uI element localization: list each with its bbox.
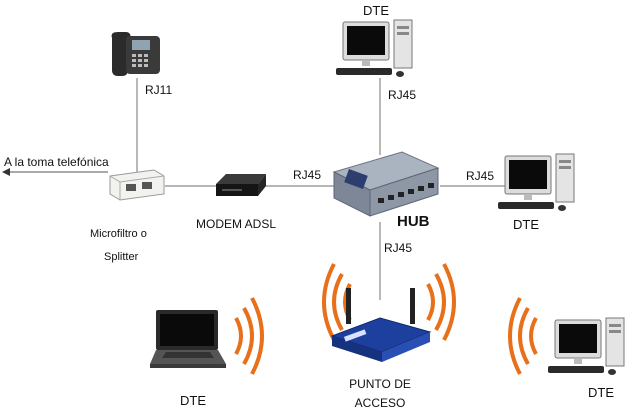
rj45-left-label: RJ45 (293, 168, 322, 182)
splitter-label-line2: Splitter (104, 251, 139, 263)
rj45-right-label: RJ45 (466, 169, 495, 183)
wifi-waves-icon (508, 297, 538, 375)
telephone-icon (111, 32, 160, 76)
splitter-icon (109, 169, 165, 201)
wall-arrow (2, 168, 10, 176)
dte-laptop-label: DTE (180, 393, 206, 408)
laptop-icon (150, 310, 226, 368)
dte-right-label: DTE (513, 217, 539, 232)
desktop-computer-icon (336, 19, 413, 77)
desktop-computer-icon (548, 317, 625, 375)
rj11-label: RJ11 (145, 83, 173, 97)
wifi-waves-icon (234, 297, 264, 375)
rj45-top-label: RJ45 (388, 88, 417, 102)
wall-socket-label: A la toma telefónica (4, 155, 109, 169)
rj45-bottom-label: RJ45 (384, 241, 413, 255)
ap-label-line2: ACCESO (354, 396, 406, 410)
dte-top-label: DTE (363, 3, 389, 18)
modem-label: MODEM ADSL (196, 217, 277, 231)
wifi-waves-icon (426, 263, 456, 341)
hub-icon (332, 151, 440, 217)
ap-label-line1: PUNTO DE (349, 377, 411, 391)
desktop-computer-icon (498, 153, 575, 211)
access-point-icon (330, 288, 432, 362)
modem-icon (216, 174, 266, 196)
dte-bottom-right-label: DTE (588, 385, 614, 400)
hub-label: HUB (397, 213, 430, 230)
splitter-label-line1: Microfiltro o (90, 228, 147, 240)
